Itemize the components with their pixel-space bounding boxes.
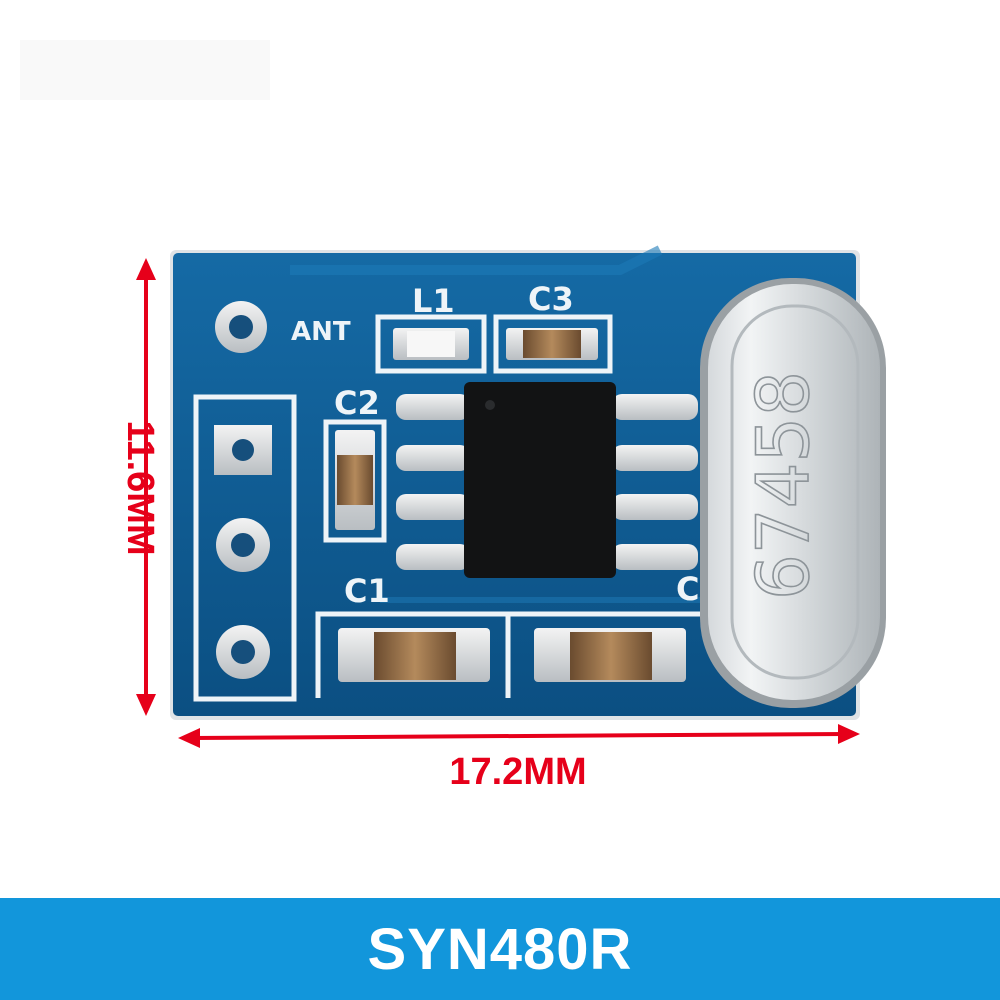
capacitor-c4 <box>534 628 686 682</box>
capacitor-c1 <box>315 611 710 698</box>
width-label: 17.2MM <box>449 751 586 793</box>
product-name-banner: SYN480R <box>0 898 1000 1000</box>
width-dimension-arrow <box>178 724 860 748</box>
c-partial-label: C <box>676 570 699 608</box>
ic-chip <box>396 382 698 578</box>
crystal-oscillator: 67458 <box>700 278 886 708</box>
capacitor-c3 <box>493 314 613 374</box>
l1-label: L1 <box>412 282 455 320</box>
c1-label: C1 <box>344 572 390 610</box>
watermark <box>20 40 270 100</box>
capacitor-c2 <box>323 419 387 543</box>
c2-label: C2 <box>334 384 380 422</box>
ant-label: ANT <box>291 317 351 347</box>
crystal-marking: 67458 <box>741 371 825 600</box>
product-name: SYN480R <box>367 916 633 982</box>
height-dimension-arrow <box>136 258 156 716</box>
header-pins <box>193 394 297 702</box>
inductor-l1 <box>375 314 487 374</box>
height-label: 11.6MM <box>119 420 161 555</box>
c3-label: C3 <box>528 280 574 318</box>
antenna-pad <box>215 301 267 353</box>
